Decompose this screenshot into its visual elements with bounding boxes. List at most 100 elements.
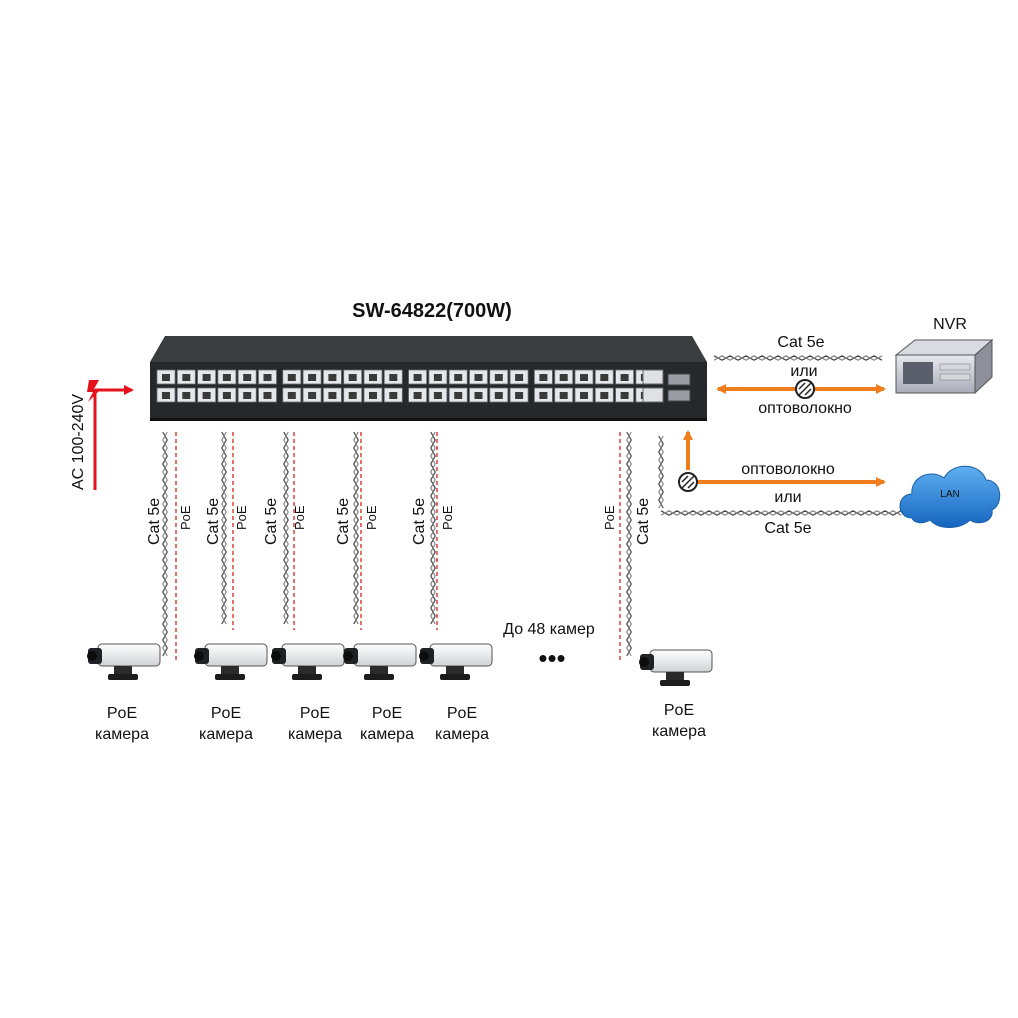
rj45-port xyxy=(202,374,211,381)
camera-icon xyxy=(638,649,713,687)
camera-icon xyxy=(270,643,345,681)
power-input: AC 100-240V xyxy=(70,380,134,490)
camera-icon xyxy=(193,643,268,681)
camera-icon xyxy=(418,643,493,681)
drop-poe-label: PoE xyxy=(292,505,307,530)
rj45-port xyxy=(413,374,422,381)
camera-label-line1: PoE xyxy=(211,705,241,722)
camera-group: PoE камера PoE камера PoE камера PoE камера PoE к… xyxy=(86,643,713,743)
rj45-port xyxy=(348,374,357,381)
rj45-port xyxy=(308,374,317,381)
rj45-port xyxy=(515,392,524,399)
drop-cable-label: Cat 5e xyxy=(411,498,428,545)
rj45-port xyxy=(474,374,483,381)
rj45-port xyxy=(308,392,317,399)
rj45-port-group xyxy=(156,369,655,403)
rj45-port xyxy=(287,374,296,381)
drop-poe-label: PoE xyxy=(602,505,617,530)
drop-poe-label: PoE xyxy=(364,505,379,530)
rj45-port xyxy=(539,392,548,399)
rj45-port xyxy=(202,392,211,399)
server-icon xyxy=(894,338,994,395)
rj45-port xyxy=(389,374,398,381)
camera-label-line1: PoE xyxy=(107,705,137,722)
camera-label-line2: камера xyxy=(95,726,149,743)
rj45-port xyxy=(433,374,442,381)
switch-model-title: SW-64822(700W) xyxy=(352,300,512,322)
rj45-port xyxy=(243,374,252,381)
rj45-port xyxy=(539,374,548,381)
rj45-port xyxy=(287,392,296,399)
poe-switch xyxy=(150,336,707,421)
nvr-label: NVR xyxy=(933,316,967,333)
drop-cable-label: Cat 5e xyxy=(635,498,652,545)
drop-cable-label: Cat 5e xyxy=(263,498,280,545)
drop-poe-label: PoE xyxy=(178,505,193,530)
rj45-port xyxy=(182,374,191,381)
lan-cloud-label: LAN xyxy=(940,489,959,500)
rj45-port xyxy=(515,374,524,381)
rj45-port xyxy=(328,392,337,399)
camera-label-line2: камера xyxy=(652,723,706,740)
twisted-pair-cable xyxy=(660,510,902,516)
max-cameras-caption: До 48 камер xyxy=(503,621,595,638)
rj45-port xyxy=(369,374,377,381)
camera-icon xyxy=(86,643,161,681)
lan-fiber-label: оптоволокно xyxy=(741,461,835,478)
drop-poe-label: PoE xyxy=(440,505,455,530)
fiber-converter-icon xyxy=(678,472,698,492)
nvr-fiber-label: оптоволокно xyxy=(758,400,852,417)
camera-icon xyxy=(342,643,417,681)
rj45-port xyxy=(620,392,629,399)
drop-cable-label: Cat 5e xyxy=(146,498,163,545)
drop-cable-label: Cat 5e xyxy=(205,498,222,545)
lan-cable-label: Cat 5e xyxy=(764,520,811,537)
power-label: AC 100-240V xyxy=(70,394,87,490)
rj45-port xyxy=(222,374,231,381)
rj45-port xyxy=(162,392,170,399)
rj45-port xyxy=(559,392,568,399)
lan-link: оптоволокно или Cat 5e xyxy=(658,430,902,537)
sfp-port xyxy=(667,389,691,402)
rj45-port xyxy=(263,392,272,399)
camera-label-line1: PoE xyxy=(447,705,477,722)
cloud-icon: LAN xyxy=(899,465,1001,528)
uplink-port xyxy=(642,387,664,403)
rj45-port xyxy=(600,392,609,399)
rj45-port xyxy=(348,392,357,399)
rj45-port xyxy=(182,392,191,399)
sfp-port xyxy=(667,373,691,386)
rj45-port xyxy=(600,374,609,381)
rj45-port xyxy=(222,392,231,399)
twisted-pair-cable xyxy=(658,435,664,509)
lan-or-label: или xyxy=(774,489,801,506)
nvr-or-label: или xyxy=(790,363,817,380)
uplink-port xyxy=(642,369,664,385)
rj45-port xyxy=(494,392,503,399)
rj45-port xyxy=(433,392,442,399)
rj45-port xyxy=(389,392,398,399)
camera-label-line2: камера xyxy=(435,726,489,743)
camera-label-line2: камера xyxy=(199,726,253,743)
rj45-port xyxy=(454,392,463,399)
nvr-cable-label: Cat 5e xyxy=(777,334,824,351)
camera-label-line2: камера xyxy=(360,726,414,743)
nvr-link: Cat 5e или оптоволокно xyxy=(713,334,886,417)
more-ellipsis: ••• xyxy=(538,643,565,673)
camera-label-line2: камера xyxy=(288,726,342,743)
rj45-port xyxy=(328,374,337,381)
rj45-port xyxy=(369,392,377,399)
camera-label-line1: PoE xyxy=(664,702,694,719)
rj45-port xyxy=(263,374,272,381)
rj45-port xyxy=(494,374,503,381)
rj45-port xyxy=(559,374,568,381)
twisted-pair-cable xyxy=(713,355,883,361)
rj45-port xyxy=(243,392,252,399)
rj45-port xyxy=(162,374,170,381)
rj45-port xyxy=(474,392,483,399)
rj45-port xyxy=(620,374,629,381)
rj45-port xyxy=(413,392,422,399)
camera-label-line1: PoE xyxy=(372,705,402,722)
rj45-port xyxy=(580,392,588,399)
